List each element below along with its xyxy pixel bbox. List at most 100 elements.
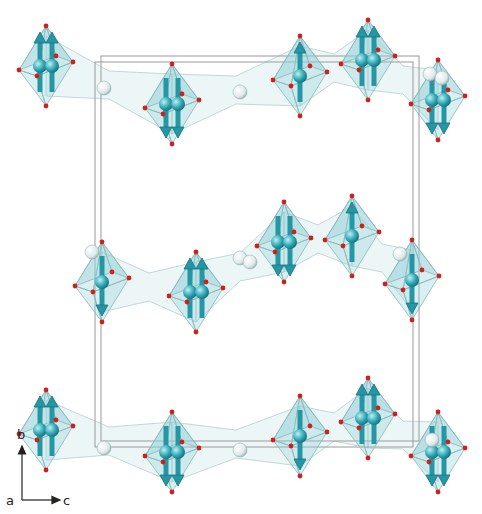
spin-head — [46, 32, 58, 43]
oxygen-atom — [463, 446, 468, 451]
magnetic-ion — [171, 97, 185, 111]
oxygen-atom — [420, 268, 425, 273]
oxygen-atom — [436, 138, 441, 143]
oxygen-atom — [271, 78, 276, 83]
cation-sphere — [85, 245, 99, 259]
octahedron — [17, 24, 76, 109]
oxygen-atom — [161, 112, 166, 117]
oxygen-atom — [289, 84, 294, 89]
magnetic-ion — [159, 445, 173, 459]
magnetic-ion — [367, 53, 381, 67]
oxygen-atom — [73, 284, 78, 289]
octahedron — [143, 410, 202, 495]
magnetic-ion — [437, 445, 451, 459]
spin-head — [356, 26, 368, 37]
magnetic-ion — [195, 285, 209, 299]
oxygen-atom — [161, 460, 166, 465]
spin-head — [294, 42, 306, 53]
oxygen-atom — [427, 108, 432, 113]
oxygen-atom — [180, 92, 185, 97]
oxygen-atom — [298, 34, 303, 39]
oxygen-atom — [167, 294, 172, 299]
spin-head — [172, 127, 184, 138]
spin-head — [368, 26, 380, 37]
oxygen-atom — [54, 418, 59, 423]
spin-head — [160, 475, 172, 486]
octahedron — [143, 62, 202, 147]
oxygen-atom — [282, 280, 287, 285]
magnetic-ion — [355, 53, 369, 67]
octahedron — [271, 34, 330, 119]
oxygen-atom — [436, 410, 441, 415]
oxygen-atom — [409, 454, 414, 459]
oxygen-atom — [357, 426, 362, 431]
oxygen-atom — [100, 320, 105, 325]
spin-head — [196, 258, 208, 269]
linking-polyhedron — [172, 46, 300, 134]
axis-label: c — [63, 494, 70, 507]
octahedra — [17, 18, 468, 495]
magnetic-ion — [293, 429, 307, 443]
oxygen-atom — [221, 286, 226, 291]
oxygen-atom — [197, 446, 202, 451]
oxygen-atom — [383, 282, 388, 287]
oxygen-atom — [170, 142, 175, 147]
oxygen-atom — [341, 244, 346, 249]
connecting-polyhedra — [46, 30, 438, 482]
oxygen-atom — [44, 104, 49, 109]
spin-head — [294, 459, 306, 470]
magnetic-ion — [405, 273, 419, 287]
octahedron — [339, 18, 398, 103]
cation-sphere — [233, 85, 247, 99]
magnetic-ion — [345, 229, 359, 243]
oxygen-atom — [204, 280, 209, 285]
oxygen-atom — [309, 236, 314, 241]
oxygen-atom — [197, 98, 202, 103]
oxygen-atom — [170, 62, 175, 67]
magnetic-ion — [183, 285, 197, 299]
oxygen-atom — [339, 420, 344, 425]
octahedron — [255, 200, 314, 285]
oxygen-atom — [44, 468, 49, 473]
axis-label: a — [6, 494, 14, 507]
spin-head — [160, 127, 172, 138]
spin-head — [426, 475, 438, 486]
oxygen-atom — [437, 274, 442, 279]
oxygen-atom — [292, 230, 297, 235]
oxygen-atom — [366, 456, 371, 461]
oxygen-atom — [44, 388, 49, 393]
oxygen-atom — [323, 238, 328, 243]
oxygen-atom — [446, 88, 451, 93]
oxygen-atom — [393, 412, 398, 417]
oxygen-atom — [393, 54, 398, 59]
cation-sphere — [97, 81, 111, 95]
oxygen-atom — [180, 440, 185, 445]
axis-label: b — [17, 428, 25, 441]
spin-head — [46, 396, 58, 407]
oxygen-atom — [282, 200, 287, 205]
magnetic-ion — [271, 235, 285, 249]
cation-sphere — [393, 247, 407, 261]
oxygen-atom — [143, 454, 148, 459]
oxygen-atom — [436, 58, 441, 63]
oxygen-atom — [71, 60, 76, 65]
oxygen-atom — [54, 54, 59, 59]
oxygen-atom — [170, 410, 175, 415]
magnetic-ion — [425, 93, 439, 107]
oxygen-atom — [360, 224, 365, 229]
oxygen-atom — [436, 490, 441, 495]
spin-head — [34, 396, 46, 407]
oxygen-atom — [298, 394, 303, 399]
oxygen-atom — [143, 106, 148, 111]
magnetic-ion — [33, 59, 47, 73]
spin-head — [34, 32, 46, 43]
oxygen-atom — [366, 98, 371, 103]
oxygen-atom — [255, 244, 260, 249]
oxygen-atom — [271, 438, 276, 443]
magnetic-ion — [283, 235, 297, 249]
oxygen-atom — [401, 288, 406, 293]
spin-head — [438, 123, 450, 134]
magnetic-ion — [45, 59, 59, 73]
spin-head — [346, 202, 358, 213]
oxygen-atom — [325, 70, 330, 75]
